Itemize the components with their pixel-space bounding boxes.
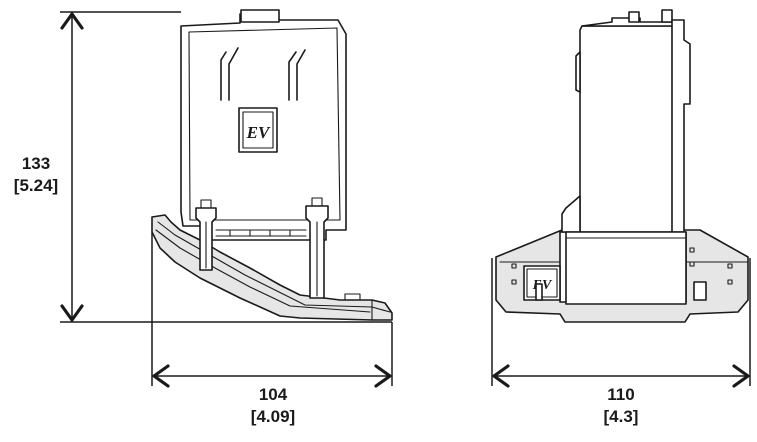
depth-mm-label: 104	[259, 385, 288, 404]
depth-arrow-right	[374, 364, 392, 388]
front-view-post-left	[535, 283, 543, 301]
front-view-screws	[511, 247, 733, 285]
side-view-latch-marks	[229, 229, 291, 237]
width-inch-label: [4.3]	[604, 407, 639, 426]
front-view-back-bracket	[671, 19, 691, 233]
front-view-left-clip	[575, 51, 581, 93]
width-dimension: 110 [4.3]	[491, 258, 751, 426]
front-view-knob-right	[661, 9, 673, 23]
width-arrow-right	[732, 364, 750, 388]
height-arrow-bottom	[60, 304, 84, 322]
side-view-base-lip	[344, 293, 373, 321]
depth-inch-label: [4.09]	[251, 407, 295, 426]
side-view-top-tab	[240, 9, 280, 23]
front-view-left-latch	[561, 195, 581, 233]
front-view: EV	[495, 9, 749, 323]
depth-arrow-left	[152, 364, 170, 388]
side-view-groove-right	[288, 49, 306, 101]
side-view-ev-logo: EV	[238, 107, 278, 153]
side-view-hinge-left	[195, 199, 217, 271]
side-view-hinge-right	[305, 197, 329, 299]
side-view: EV	[151, 9, 393, 321]
height-inch-label: [5.24]	[14, 176, 58, 195]
logo-text: EV	[246, 123, 271, 142]
height-arrow-top	[60, 12, 84, 30]
front-view-lower-block	[565, 231, 687, 305]
height-dimension: 133 [5.24]	[14, 11, 392, 323]
side-view-groove-left	[220, 47, 239, 101]
width-arrow-left	[492, 364, 510, 388]
front-view-knob-left	[628, 11, 640, 23]
side-view-housing-inner	[188, 27, 341, 221]
depth-dimension: 104 [4.09]	[151, 232, 393, 426]
front-view-housing	[579, 25, 684, 233]
side-view-base-edge-2	[155, 229, 371, 313]
height-mm-label: 133	[22, 154, 50, 173]
side-view-base-edge	[157, 221, 391, 313]
side-view-latch	[215, 229, 307, 237]
front-view-post-right	[693, 281, 707, 301]
width-mm-label: 110	[607, 385, 634, 404]
